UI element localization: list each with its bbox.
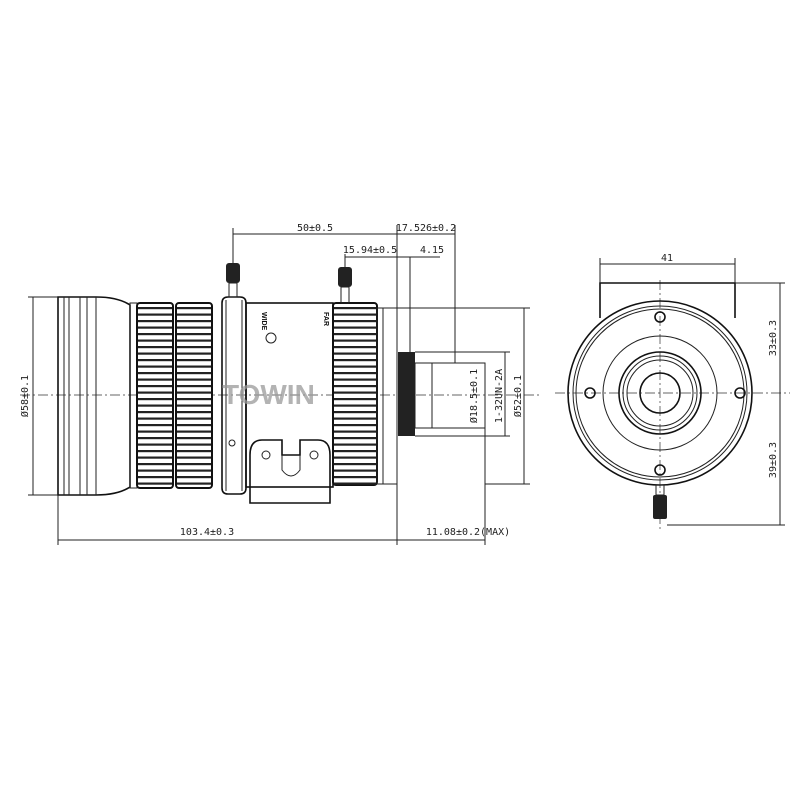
focus-lock-knob [338, 267, 352, 304]
rear-rings [376, 307, 398, 485]
rear-knob [653, 495, 667, 519]
front-diameter-label: Ø58±0.1 [19, 375, 31, 417]
screw [584, 387, 596, 399]
rear-diameter-label: Ø52±0.1 [512, 375, 524, 417]
flange-diameter-label: Ø18.5±0.1 [468, 369, 480, 423]
zoom-lock-knob [226, 263, 240, 298]
focus-knob-dim-label: 15.94±0.5 [343, 245, 397, 256]
focus-ring [332, 302, 378, 486]
back-protrusion-label: 11.08±0.2(MAX) [426, 527, 510, 538]
dimension-lines [28, 225, 530, 545]
mount-offset-label: 4.15 [420, 245, 444, 256]
zoom-ring [136, 302, 174, 489]
upper-height-label: 33±0.3 [768, 320, 779, 356]
c-mount-thread [398, 352, 486, 436]
screw [654, 311, 666, 323]
total-length-label: 103.4±0.3 [180, 527, 234, 538]
screw [734, 387, 746, 399]
thread-label: 1-32UN-2A [494, 369, 505, 423]
screw [654, 464, 666, 476]
wide-mark: WIDE [260, 312, 267, 331]
watermark: TOWIN [222, 379, 315, 410]
front-barrel [57, 296, 138, 496]
far-mark: FAR [322, 312, 329, 326]
flange-back-label: 17.526±0.2 [396, 223, 456, 234]
lower-height-label: 39±0.3 [768, 442, 779, 478]
iris-ring [175, 302, 213, 489]
rear-view [567, 258, 785, 526]
zoom-knob-dim-label: 50±0.5 [297, 223, 333, 234]
collar [221, 296, 247, 495]
mount-width-label: 41 [661, 253, 673, 264]
